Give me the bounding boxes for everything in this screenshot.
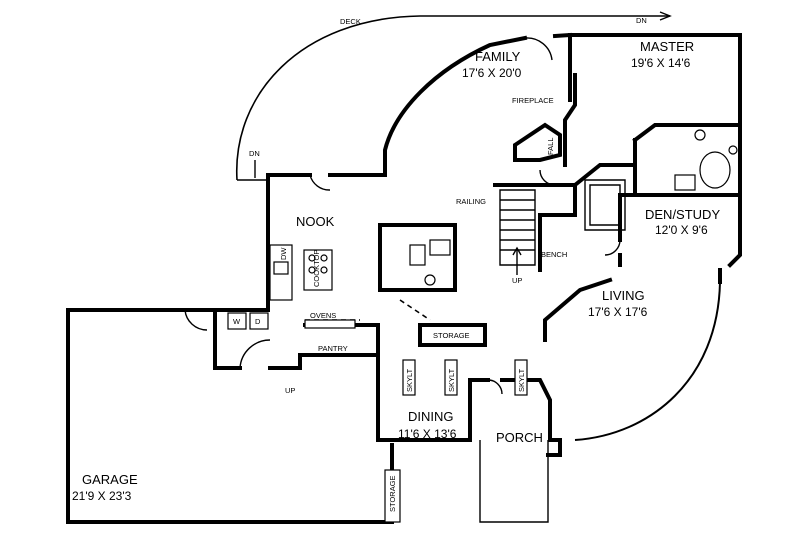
deck-outline [236, 11, 672, 181]
fireplace-label: FIREPLACE [512, 96, 554, 105]
garage-dim: 21'9 X 23'3 [72, 489, 132, 503]
garage-name: GARAGE [82, 472, 138, 487]
fall-label: FALL [546, 137, 555, 155]
deck-label: DECK [340, 17, 361, 26]
skylight-3-label: SKYLT [517, 368, 526, 392]
pantry-label: PANTRY [318, 344, 348, 353]
door-swings [184, 37, 621, 395]
dining-name: DINING [408, 409, 454, 424]
fixtures [227, 129, 738, 523]
porch-label: PORCH [496, 430, 543, 445]
family-name: FAMILY [475, 49, 521, 64]
living-name: LIVING [602, 288, 645, 303]
den-name: DEN/STUDY [645, 207, 720, 222]
railing-label: RAILING [456, 197, 486, 206]
skylight-2-label: SKYLT [447, 368, 456, 392]
living-dim: 17'6 X 17'6 [588, 305, 648, 319]
skylight-1-label: SKYLT [405, 368, 414, 392]
dw-label: DW [279, 247, 288, 260]
ovens-label: OVENS [310, 311, 336, 320]
bench-label: BENCH [541, 250, 567, 259]
den-dim: 12'0 X 9'6 [655, 223, 708, 237]
storage-garage-label: STORAGE [388, 475, 397, 512]
master-dim: 19'6 X 14'6 [631, 56, 691, 70]
family-dim: 17'6 X 20'0 [462, 66, 522, 80]
washer-label: W [233, 317, 241, 326]
nook-name: NOOK [296, 214, 335, 229]
dn-left-label: DN [249, 149, 260, 158]
cooktop-label: COOKTOP [312, 250, 321, 287]
family-bay-wall [383, 32, 573, 172]
dining-dim: 11'6 X 13'6 [398, 427, 457, 441]
dryer-label: D [255, 317, 261, 326]
garage-up-label: UP [285, 386, 295, 395]
master-name: MASTER [640, 39, 694, 54]
storage-mid-label: STORAGE [433, 331, 470, 340]
stairs [499, 179, 626, 275]
stair-up-label: UP [512, 276, 522, 285]
dn-top-label: DN [636, 16, 647, 25]
